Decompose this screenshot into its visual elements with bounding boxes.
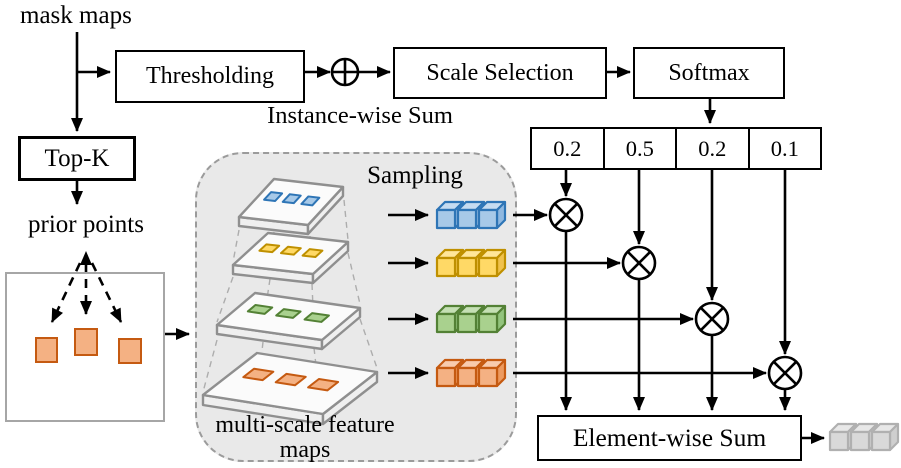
softmax-box: Softmax bbox=[633, 47, 785, 99]
multi-scale-label-line1: multi-scale feature bbox=[215, 412, 395, 438]
softmax-weights-row: 0.2 0.5 0.2 0.1 bbox=[530, 127, 822, 170]
sample-point-marker bbox=[246, 304, 274, 315]
feature-map-slab-blue bbox=[237, 177, 345, 236]
scale-selection-box: Scale Selection bbox=[393, 47, 607, 99]
sampling-label: Sampling bbox=[367, 162, 463, 189]
top-k-box: Top-K bbox=[18, 136, 136, 181]
multi-scale-label-line2: maps bbox=[279, 437, 331, 463]
sample-point-marker bbox=[258, 243, 281, 254]
sample-point-marker bbox=[263, 191, 284, 202]
circled-times-icon bbox=[621, 245, 657, 281]
sample-point-marker bbox=[281, 193, 302, 205]
softmax-weight-cell: 0.2 bbox=[675, 129, 748, 168]
sample-point-marker bbox=[307, 377, 340, 392]
sample-point-marker bbox=[303, 312, 330, 323]
sample-point-marker bbox=[274, 372, 307, 387]
softmax-weight-cell: 0.1 bbox=[747, 129, 821, 168]
sampled-feature-cubes-yellow bbox=[435, 248, 507, 278]
prior-points-label: prior points bbox=[28, 211, 144, 238]
sampled-feature-cubes-blue bbox=[435, 200, 507, 230]
prior-point-square bbox=[118, 338, 142, 364]
circled-times-icon bbox=[548, 197, 584, 233]
softmax-weight-cell: 0.5 bbox=[602, 129, 676, 168]
circled-plus-icon bbox=[330, 57, 360, 87]
thresholding-box: Thresholding bbox=[115, 50, 305, 103]
sampled-feature-cubes-orange bbox=[435, 358, 507, 388]
sample-point-marker bbox=[301, 248, 324, 259]
circled-times-icon bbox=[694, 301, 730, 337]
sample-point-marker bbox=[275, 308, 302, 319]
prior-point-square bbox=[74, 328, 98, 356]
feature-map-slab-green bbox=[215, 291, 362, 351]
solid-arrows bbox=[71, 32, 825, 444]
output-feature-cubes bbox=[828, 422, 900, 452]
feature-map-slab-orange bbox=[201, 351, 379, 426]
prior-point-dashed-arrows bbox=[50, 251, 123, 323]
sampled-feature-cubes-green bbox=[435, 304, 507, 334]
prior-points-box bbox=[5, 272, 165, 422]
element-wise-sum-box: Element-wise Sum bbox=[537, 415, 802, 461]
sample-point-marker bbox=[300, 195, 321, 207]
softmax-weight-cell: 0.2 bbox=[553, 135, 582, 161]
feature-map-slab-yellow bbox=[231, 231, 350, 285]
circled-times-icon bbox=[767, 355, 803, 391]
sample-point-marker bbox=[242, 367, 275, 382]
instance-wise-sum-label: Instance-wise Sum bbox=[267, 102, 453, 129]
sample-point-marker bbox=[280, 245, 302, 256]
mask-maps-label: mask maps bbox=[20, 2, 132, 29]
prior-point-square bbox=[35, 337, 58, 363]
